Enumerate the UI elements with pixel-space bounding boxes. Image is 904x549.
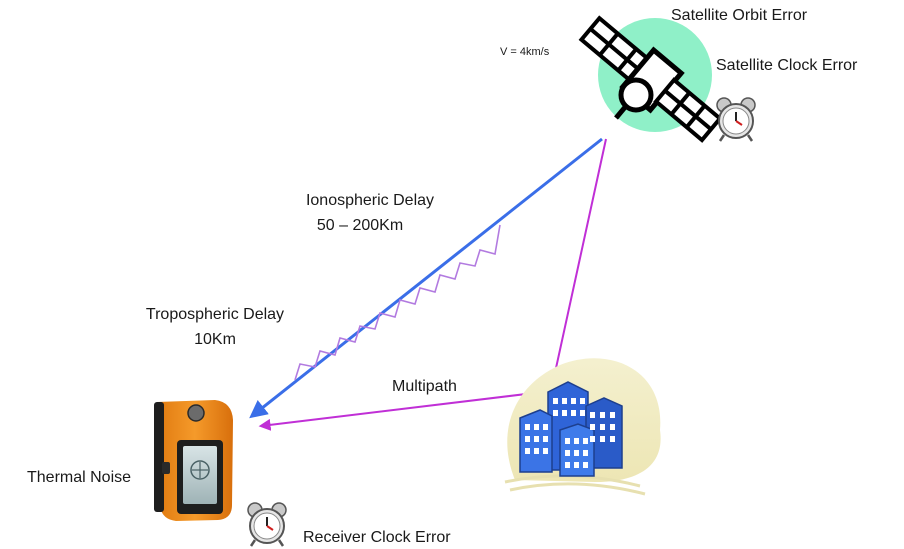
tropospheric-delay-label: Tropospheric Delay [145,306,285,323]
tropospheric-altitude-label: 10Km [194,331,236,348]
receiver-alarm-clock-icon [247,502,287,547]
direct-signal-line [249,137,603,419]
satellite-orbit-error-label: Satellite Orbit Error [671,7,808,24]
satellite-velocity-label: V = 4km/s [500,46,550,58]
alarm-clock-icon [716,97,756,142]
satellite-icon [578,15,723,143]
buildings-icon [504,358,661,496]
multipath-label: Multipath [392,378,457,395]
ionospheric-delay-label: Ionospheric Delay [305,192,435,209]
receiver-clock-error-label: Receiver Clock Error [303,529,451,546]
ionospheric-altitude-label: 50 – 200Km [316,217,404,234]
satellite-clock-error-label: Satellite Clock Error [716,57,858,74]
gps-receiver-icon [154,400,233,521]
thermal-noise-label: Thermal Noise [27,469,132,486]
ionospheric-delay-wave [294,224,501,381]
